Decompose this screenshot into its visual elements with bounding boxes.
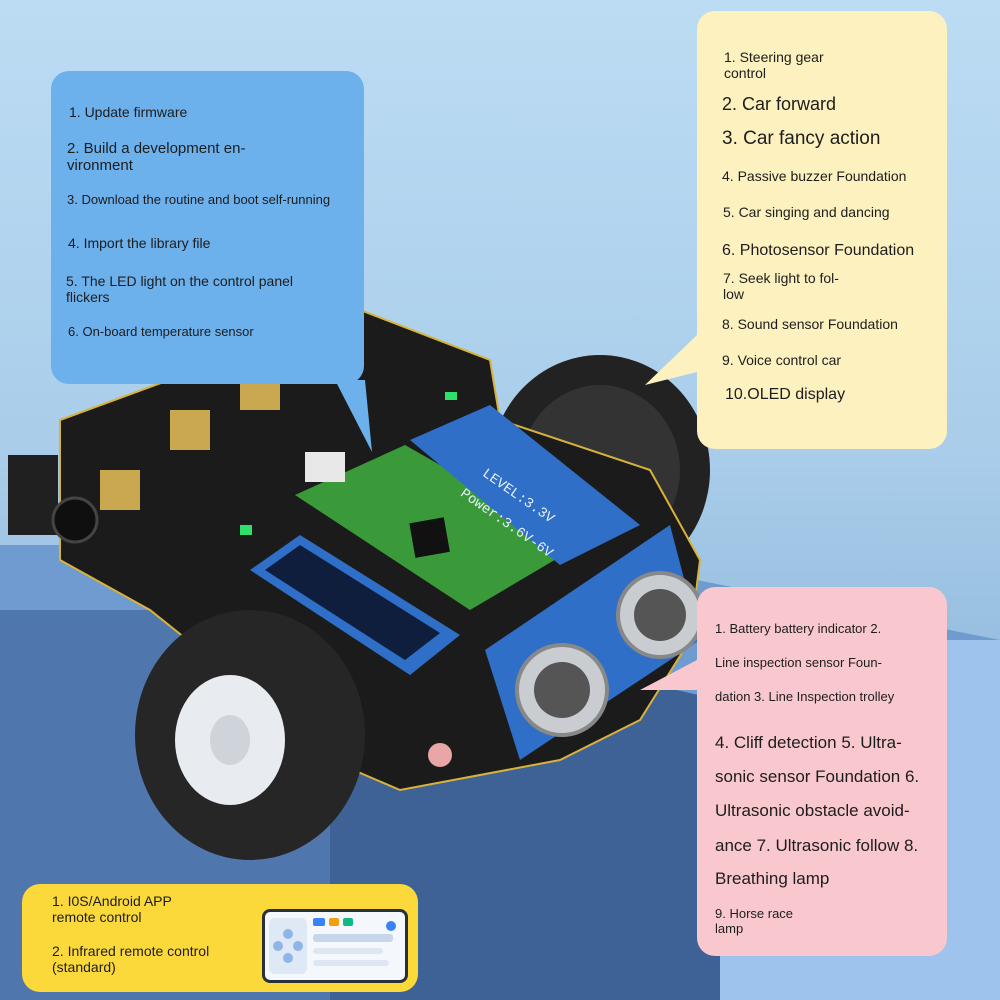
pink-line-7: ance 7. Ultrasonic follow 8. [715, 836, 919, 855]
led-green [240, 525, 252, 535]
cream-item-9: 9. Voice control car [722, 352, 842, 368]
cream-item-5: 5. Car singing and dancing [723, 204, 890, 220]
blue-item-3: 3. Download the routine and boot self-ru… [67, 192, 331, 207]
pink-line-9: 9. Horse race lamp [715, 906, 794, 936]
photoresistor [428, 743, 452, 767]
yellow-item-2: 2. Infrared remote control (standard) [52, 943, 210, 975]
phone-app-mockup [262, 909, 408, 983]
blue-item-4: 4. Import the library file [68, 235, 211, 251]
app-screen-graphic [269, 918, 396, 974]
pink-line-4: 4. Cliff detection 5. Ultra- [715, 733, 902, 752]
pink-line-5: sonic sensor Foundation 6. [715, 767, 920, 786]
cream-item-6: 6. Photosensor Foundation [722, 242, 915, 259]
cream-item-1: 1. Steering gear control [724, 49, 824, 81]
yellow-item-1: 1. I0S/Android APP remote control [52, 893, 172, 925]
ir-receiver-bracket [8, 455, 58, 535]
ultrasonic-sensor [485, 525, 704, 760]
pin-headers [100, 380, 280, 510]
pink-line-2: Line inspection sensor Foun- [715, 655, 882, 670]
pink-line-1: 1. Battery battery indicator 2. [715, 621, 882, 636]
front-left-wheel [135, 610, 365, 860]
level-module [410, 405, 640, 565]
cream-item-7: 7. Seek light to fol- low [723, 270, 839, 302]
cream-item-8: 8. Sound sensor Foundation [722, 316, 898, 332]
blue-item-1: 1. Update firmware [69, 104, 188, 120]
pink-line-8: Breathing lamp [715, 869, 830, 888]
blue-item-5: 5. The LED light on the control panel fl… [66, 273, 294, 305]
pico-board [295, 445, 580, 610]
pink-line-6: Ultrasonic obstacle avoid- [715, 801, 910, 820]
blue-callout-tail [335, 380, 372, 452]
car-features-panel: 1. Steering gear control 2. Car forward … [697, 11, 947, 449]
pink-callout-tail [640, 660, 697, 690]
firmware-features-panel: 1. Update firmware 2. Build a developmen… [51, 71, 364, 384]
blue-item-6: 6. On-board temperature sensor [68, 324, 254, 339]
oled-display [250, 535, 460, 675]
buzzer [51, 496, 99, 544]
cream-item-2: 2. Car forward [722, 94, 837, 114]
sensor-features-panel: 1. Battery battery indicator 2. Line ins… [697, 587, 947, 956]
cream-callout-tail [645, 335, 697, 385]
cream-item-3: 3. Car fancy action [722, 128, 881, 149]
cream-item-4: 4. Passive buzzer Foundation [722, 168, 907, 184]
blue-item-2: 2. Build a development en- vironment [67, 140, 246, 174]
pink-line-3: dation 3. Line Inspection trolley [715, 689, 895, 704]
led-green-2 [445, 392, 457, 400]
cream-item-10: 10.OLED display [725, 386, 846, 403]
